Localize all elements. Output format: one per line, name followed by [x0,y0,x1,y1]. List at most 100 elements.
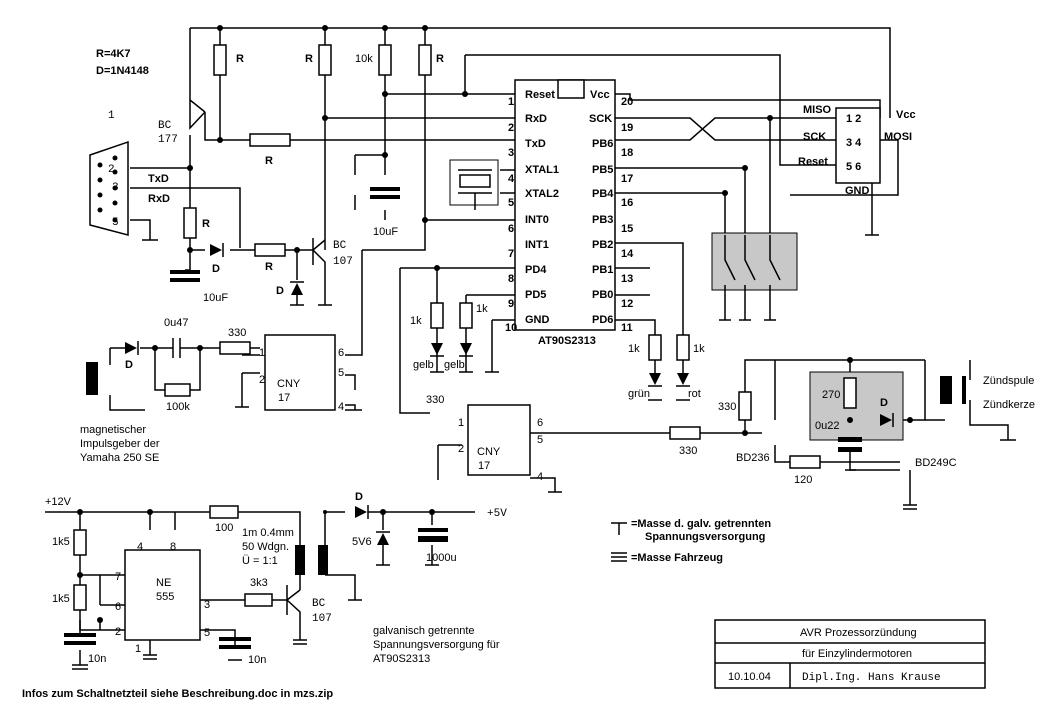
svg-text:19: 19 [621,122,633,134]
isp-connector [835,107,881,184]
label-rot: rot [688,388,701,400]
resistor-r-txd [249,133,291,147]
title-block-title: AVR Prozessorzündung [800,627,917,639]
label-isp-p56: 5 6 [846,161,861,173]
svg-text:15: 15 [621,223,633,235]
label-opto1-pin6: 6 [338,347,344,359]
label-ne-pin6: 6 [115,601,121,613]
svg-text:13: 13 [621,273,633,285]
mcu-left-pins: Reset RxD TxD XTAL1 XTAL2 INT0 INT1 PD4 … [505,89,559,334]
svg-text:17: 17 [621,173,633,185]
label-isp-p12: 1 2 [846,113,861,125]
svg-text:8: 8 [508,273,514,285]
resistor-r-rxd [183,207,197,239]
svg-text:11: 11 [621,322,633,334]
label-masse-galv-1: =Masse d. galv. getrennten [631,518,771,530]
label-10k: 10k [355,53,373,65]
label-isp-reset: Reset [798,156,828,168]
svg-text:INT0: INT0 [525,214,549,226]
label-10n-2: 10n [248,654,266,666]
label-opto2-pin2: 2 [458,443,464,455]
title-block-date: 10.10.04 [728,671,771,683]
svg-text:PB5: PB5 [592,164,613,176]
title-block: AVR Prozessorzündung für Einzylindermoto… [714,619,986,689]
svg-text:1: 1 [508,96,514,108]
svg-text:PB6: PB6 [592,138,613,150]
resistor-120 [789,455,821,469]
resistor-r-pullup-1 [213,44,227,76]
label-isp-mosi: MOSI [884,131,912,143]
svg-text:INT1: INT1 [525,239,549,251]
resistor-1k5-bottom [73,584,87,611]
label-ne-pin3: 3 [204,599,210,611]
label-bc107b-b: 107 [312,613,332,625]
label-gelb-2: gelb [444,359,465,371]
label-0u22: 0u22 [815,420,839,432]
label-plus12v: +12V [45,496,72,508]
label-330-driver: 330 [679,445,697,457]
svg-text:7: 7 [508,248,514,260]
label-bc107b-a: BC [312,598,326,610]
resistor-1k-gelb-1 [430,302,444,329]
svg-text:XTAL2: XTAL2 [525,188,559,200]
label-100: 100 [215,522,233,534]
svg-text:Vcc: Vcc [590,89,610,101]
label-ne-pin1: 1 [135,643,141,655]
resistor-330-input [219,341,251,355]
label-ne-pin8: 8 [170,541,176,553]
label-serial-pin2: 2 [108,164,115,176]
label-1k-gruen: 1k [628,343,640,355]
label-magnet-2: Impulsgeber der [80,438,160,450]
svg-text:PD6: PD6 [592,314,613,326]
label-mcu-name: AT90S2313 [538,335,596,347]
svg-text:SCK: SCK [589,113,612,125]
label-isp-vcc: Vcc [896,109,916,121]
crystal [459,174,491,188]
capacitor-0u22-plate-2 [838,447,862,452]
label-gruen: grün [628,388,650,400]
label-r-txd: R [265,155,273,167]
label-3k3: 3k3 [250,577,268,589]
junctions [77,25,913,623]
label-serial-pin1: 1 [108,110,115,122]
label-bc177-b: 177 [158,134,178,146]
svg-text:PB2: PB2 [592,239,613,251]
mcu-notch [557,79,585,99]
label-isp-p34: 3 4 [846,137,862,149]
label-bc107-a: BC [333,240,347,252]
label-opto1-pin2: 2 [259,374,265,386]
svg-text:PB0: PB0 [592,289,613,301]
svg-text:PD5: PD5 [525,289,546,301]
label-d5: D [355,491,363,503]
label-bc107-b: 107 [333,256,353,268]
diodes [125,243,690,545]
title-block-author: Dipl.Ing. Hans Krause [802,672,941,684]
label-d1: D [212,263,220,275]
label-bd236: BD236 [736,452,770,464]
label-d2: D [276,285,284,297]
resistor-r-base [254,243,286,257]
label-galv-1: galvanisch getrennte [373,625,475,637]
label-galv-2: Spannungsversorgung für [373,639,500,651]
note-resistor: R=4K7 [96,48,131,60]
label-rxd: RxD [148,193,170,205]
label-1k-rot: 1k [693,343,705,355]
svg-text:PB4: PB4 [592,188,614,200]
title-block-subtitle: für Einzylindermotoren [802,648,912,660]
svg-text:5: 5 [508,197,514,209]
svg-text:TxD: TxD [525,138,546,150]
transformer-secondary [318,545,328,575]
label-1k-gelb-2: 1k [476,303,488,315]
label-330-bd236: 330 [718,401,736,413]
label-opto2-pin4: 4 [537,471,543,483]
transformer-primary [295,545,305,575]
label-opto1-pin5: 5 [338,367,344,379]
serial-db9-connector [89,140,129,236]
label-isp-miso: MISO [803,104,832,116]
diode-d-ignition [880,414,892,426]
label-r-rxd: R [202,218,210,230]
label-1k5-top: 1k5 [52,536,70,548]
ground-symbols [72,234,1016,670]
svg-text:10: 10 [505,322,517,334]
label-opto1-pin1: 1 [259,347,265,359]
